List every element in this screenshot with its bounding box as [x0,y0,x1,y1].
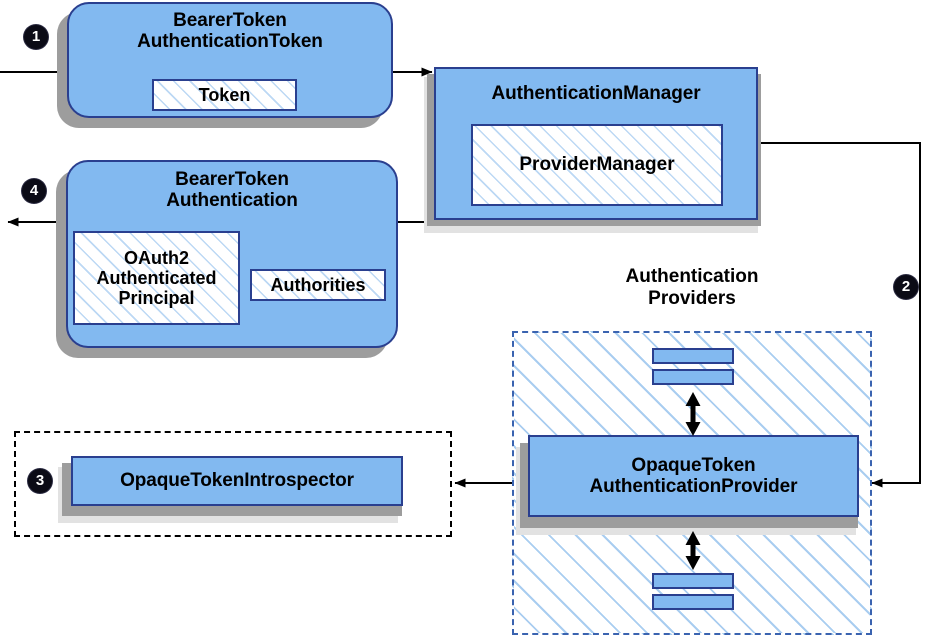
step-badge-2: 2 [894,275,918,299]
stacked-bars-icon-bottom [652,573,734,610]
authentication-providers-caption-line1: Authentication [625,266,759,287]
token-compartment: Token [152,79,297,111]
bearer-token-authentication-token-title-line1: BearerToken [173,10,287,31]
opaque-token-authentication-provider-title-line2: AuthenticationProvider [589,476,798,497]
step-badge-4: 4 [22,179,46,203]
opaque-token-authentication-provider-title-line1: OpaqueToken [631,454,756,476]
opaque-token-authentication-provider-node[interactable]: OpaqueToken AuthenticationProvider [528,435,859,517]
principal-line3: Principal [118,288,195,309]
opaque-token-authentication-provider-title: OpaqueToken AuthenticationProvider [590,455,798,498]
stacked-bar-top-1 [652,348,734,364]
provider-manager-compartment: ProviderManager [471,124,723,206]
principal-line1: OAuth2 [124,247,189,268]
opaque-token-introspector-body [71,456,403,506]
bearer-token-authentication-title-line1: BearerToken [175,169,289,190]
opaque-token-introspector-node[interactable]: OpaqueTokenIntrospector [71,456,403,506]
stacked-bar-top-2 [652,369,734,385]
bearer-token-authentication-token-title-line2: AuthenticationToken [137,31,323,53]
oauth2-authenticated-principal-compartment: OAuth2 Authenticated Principal [73,231,240,325]
stacked-bar-bottom-2 [652,594,734,610]
opaque-token-introspector-title: OpaqueTokenIntrospector [120,470,354,492]
principal-line2: Authenticated [96,267,217,288]
bearer-token-authentication-token-title: BearerToken AuthenticationToken [137,10,323,53]
authentication-providers-caption-line2: Providers [648,287,736,309]
step-badge-1: 1 [24,25,48,49]
stacked-bars-icon-top [652,348,734,385]
stacked-bar-bottom-1 [652,573,734,589]
authentication-providers-caption: Authentication Providers [512,266,872,309]
step-badge-3: 3 [28,469,52,493]
bearer-token-authentication-title-line2: Authentication [166,190,298,212]
bearer-token-authentication-title: BearerToken Authentication [166,169,298,212]
introspector-group-boundary [14,431,452,537]
authentication-manager-title: AuthenticationManager [491,83,701,104]
authorities-compartment: Authorities [250,269,386,301]
